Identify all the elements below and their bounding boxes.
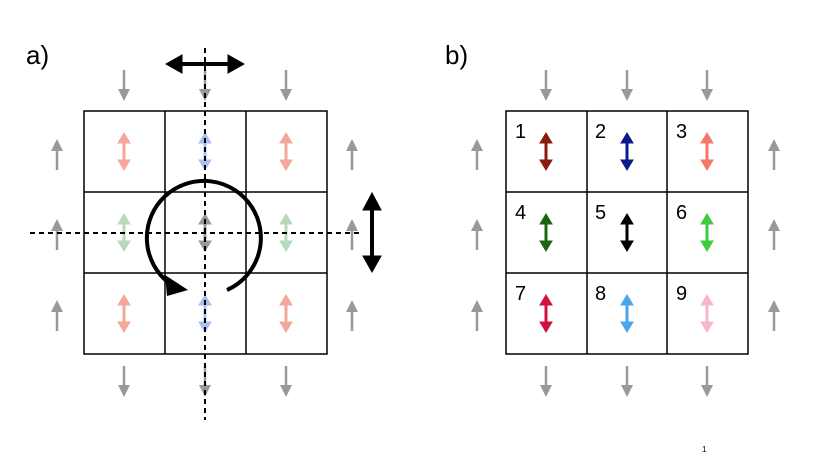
panel-a-outer-left-arrows (51, 139, 63, 331)
updown-double-arrow-icon (539, 213, 553, 252)
panel-b-outer-top-arrows (540, 70, 713, 101)
cell-number-6: 6 (676, 202, 687, 224)
spin-arrow-icon (346, 139, 358, 170)
panel-b-grid (505, 110, 749, 355)
updown-double-arrow-icon (620, 213, 634, 252)
updown-double-arrow-icon (620, 294, 634, 333)
cell-number-7: 7 (515, 283, 526, 305)
spin-arrow-icon (701, 70, 713, 101)
spin-arrow-icon (471, 219, 483, 250)
rotation-arrow-icon (144, 178, 263, 296)
spin-arrow-icon (346, 219, 358, 250)
spin-arrow-icon (51, 139, 63, 170)
updown-double-arrow-icon (539, 294, 553, 333)
cell-number-8: 8 (595, 283, 606, 305)
spin-arrow-icon (621, 366, 633, 397)
updown-double-arrow-icon (620, 132, 634, 171)
translation-double-arrow-icon (362, 191, 382, 274)
updown-double-arrow-icon (117, 132, 131, 171)
panel-a-cell-arrows (117, 132, 293, 333)
panel-a-label: a) (26, 40, 50, 70)
spin-arrow-icon (118, 70, 130, 101)
cell-number-2: 2 (595, 121, 606, 143)
cell-number-9: 9 (676, 283, 687, 305)
panel-b-outer-right-arrows (768, 139, 780, 331)
updown-double-arrow-icon (279, 132, 293, 171)
updown-double-arrow-icon (279, 294, 293, 333)
panel-a-outer-right-arrows (346, 139, 358, 331)
panel-b-outer-left-arrows (471, 139, 483, 331)
panel-b-cell-numbers: 1 2 3 4 5 6 7 8 9 (515, 121, 687, 305)
cell-number-4: 4 (515, 202, 526, 224)
updown-double-arrow-icon (539, 132, 553, 171)
updown-double-arrow-icon (700, 132, 714, 171)
translation-double-arrow-icon (164, 54, 246, 74)
spin-arrow-icon (471, 300, 483, 331)
spin-arrow-icon (280, 70, 292, 101)
spin-arrow-icon (540, 70, 552, 101)
updown-double-arrow-icon (700, 213, 714, 252)
spin-arrow-icon (51, 219, 63, 250)
panel-b: 1 2 3 4 5 6 7 8 9 (471, 70, 780, 454)
cell-number-5: 5 (595, 202, 606, 224)
cell-number-3: 3 (676, 121, 687, 143)
spin-arrow-icon (768, 139, 780, 170)
spin-arrow-icon (280, 366, 292, 397)
panel-a (30, 48, 382, 420)
spin-arrow-icon (701, 366, 713, 397)
spin-arrow-icon (540, 366, 552, 397)
cell-number-1: 1 (515, 121, 526, 143)
panel-b-label: b) (445, 40, 469, 70)
updown-double-arrow-icon (700, 294, 714, 333)
spin-arrow-icon (51, 300, 63, 331)
spin-arrow-icon (471, 139, 483, 170)
panel-b-outer-bottom-arrows (540, 366, 713, 397)
spin-arrow-icon (346, 300, 358, 331)
footnote-number: 1 (702, 445, 707, 454)
updown-double-arrow-icon (279, 213, 293, 252)
spin-arrow-icon (768, 300, 780, 331)
spin-arrow-icon (621, 70, 633, 101)
spin-arrow-icon (118, 366, 130, 397)
updown-double-arrow-icon (117, 294, 131, 333)
spin-arrow-icon (768, 219, 780, 250)
panel-b-cell-arrows (539, 132, 714, 333)
